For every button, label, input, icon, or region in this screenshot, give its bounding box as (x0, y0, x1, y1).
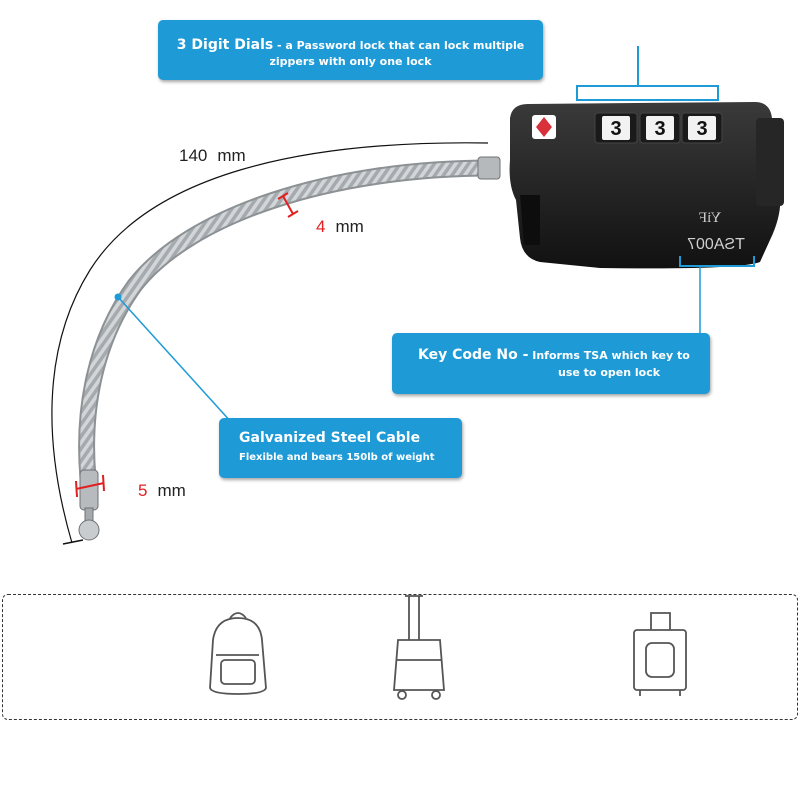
cable-diameter-unit: mm (335, 217, 364, 236)
cable-pointer-dot (114, 293, 122, 301)
dials-callout-line1: 3 Digit Dials - a Password lock that can… (158, 37, 543, 53)
cable-callout-desc: Flexible and bears 150lb of weight (239, 452, 435, 463)
tip-diameter-unit: mm (157, 481, 186, 500)
tsa-mark-icon (532, 115, 556, 139)
dial-windows (594, 112, 723, 144)
lock-body (509, 102, 784, 269)
dial-digit: 3 (654, 118, 665, 140)
usage-icons-panel (2, 594, 798, 720)
key-code-callout-desc: Informs TSA which key to (528, 349, 690, 362)
dials-callout-desc-line2: zippers with only one lock (269, 55, 432, 68)
cable-diameter-value: 4 (316, 217, 326, 236)
key-code-callout-title: Key Code No - (418, 347, 529, 363)
cable-diameter-label: 4 mm (316, 217, 364, 237)
cable-callout-title: Galvanized Steel Cable (239, 430, 421, 446)
length-dimension-line (51, 142, 489, 544)
key-code-callout: Key Code No - Informs TSA which key to u… (392, 333, 710, 394)
length-dimension-end (62, 539, 84, 545)
cable-pointer-line (117, 296, 233, 424)
dials-connector-line (576, 46, 719, 101)
lock-brand: YiF (699, 210, 722, 226)
dial-digit: 3 (696, 118, 707, 140)
backpack-icon (209, 612, 267, 695)
tip-diameter-label: 5 mm (138, 481, 186, 501)
dials-callout-desc: - a Password lock that can lock multiple (273, 39, 525, 52)
cable-width-marker (277, 192, 299, 218)
cable-tip (78, 469, 100, 541)
key-code-callout-desc-line2: use to open lock (558, 366, 661, 379)
dials-callout-title: 3 Digit Dials (176, 37, 274, 53)
dials-callout: 3 Digit Dials - a Password lock that can… (158, 20, 543, 80)
cable-callout: Galvanized Steel Cable Flexible and bear… (219, 418, 462, 478)
key-code-connector-line (679, 256, 755, 267)
lock-model-code: TSA007 (687, 236, 745, 253)
tip-diameter-value: 5 (138, 481, 148, 500)
suitcase-icon (633, 612, 687, 696)
tip-width-marker (75, 474, 105, 498)
key-code-callout-line1: Key Code No - Informs TSA which key to (418, 347, 690, 363)
length-unit: mm (217, 146, 246, 165)
dial-digit: 3 (610, 118, 621, 140)
rolling-bag-icon (393, 595, 445, 700)
cable-ferrule (477, 156, 501, 180)
length-dimension-label: 140 mm (179, 146, 246, 166)
length-value: 140 (179, 146, 208, 165)
